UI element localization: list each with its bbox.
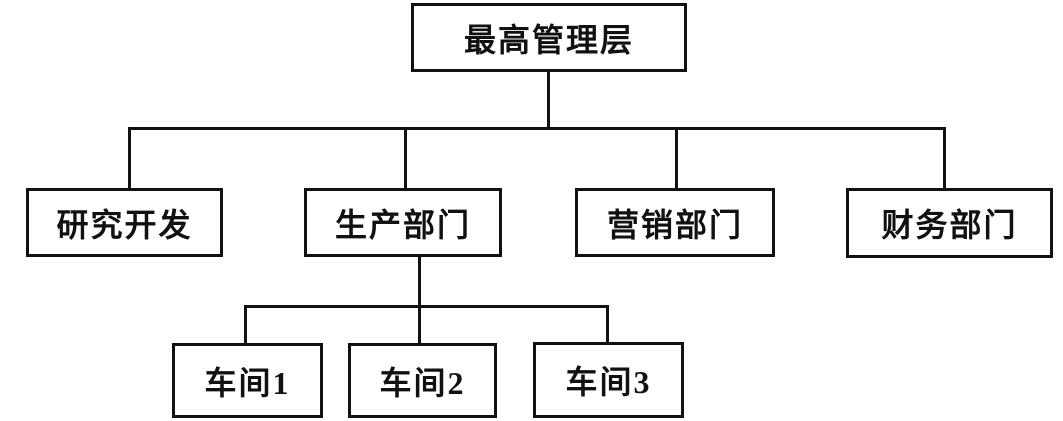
node-workshop-2: 车间2	[348, 343, 497, 418]
connector-level3-bus	[244, 305, 609, 308]
connector-level2-bus	[128, 127, 946, 130]
connector-drop-marketing	[675, 127, 678, 188]
node-research-development: 研究开发	[26, 188, 223, 257]
node-finance-department: 财务部门	[846, 188, 1053, 258]
connector-drop-workshop2	[418, 305, 421, 345]
node-top-management: 最高管理层	[411, 3, 687, 72]
node-workshop-3: 车间3	[533, 342, 684, 418]
connector-root-stem	[547, 70, 550, 130]
connector-production-stem	[418, 255, 421, 308]
connector-drop-workshop1	[244, 305, 247, 345]
node-production-department: 生产部门	[304, 188, 502, 257]
connector-drop-workshop3	[606, 305, 609, 344]
connector-drop-production	[404, 127, 407, 188]
node-marketing-department: 营销部门	[575, 188, 775, 257]
connector-drop-research	[128, 127, 131, 188]
connector-drop-finance	[943, 127, 946, 188]
node-workshop-1: 车间1	[172, 343, 323, 418]
